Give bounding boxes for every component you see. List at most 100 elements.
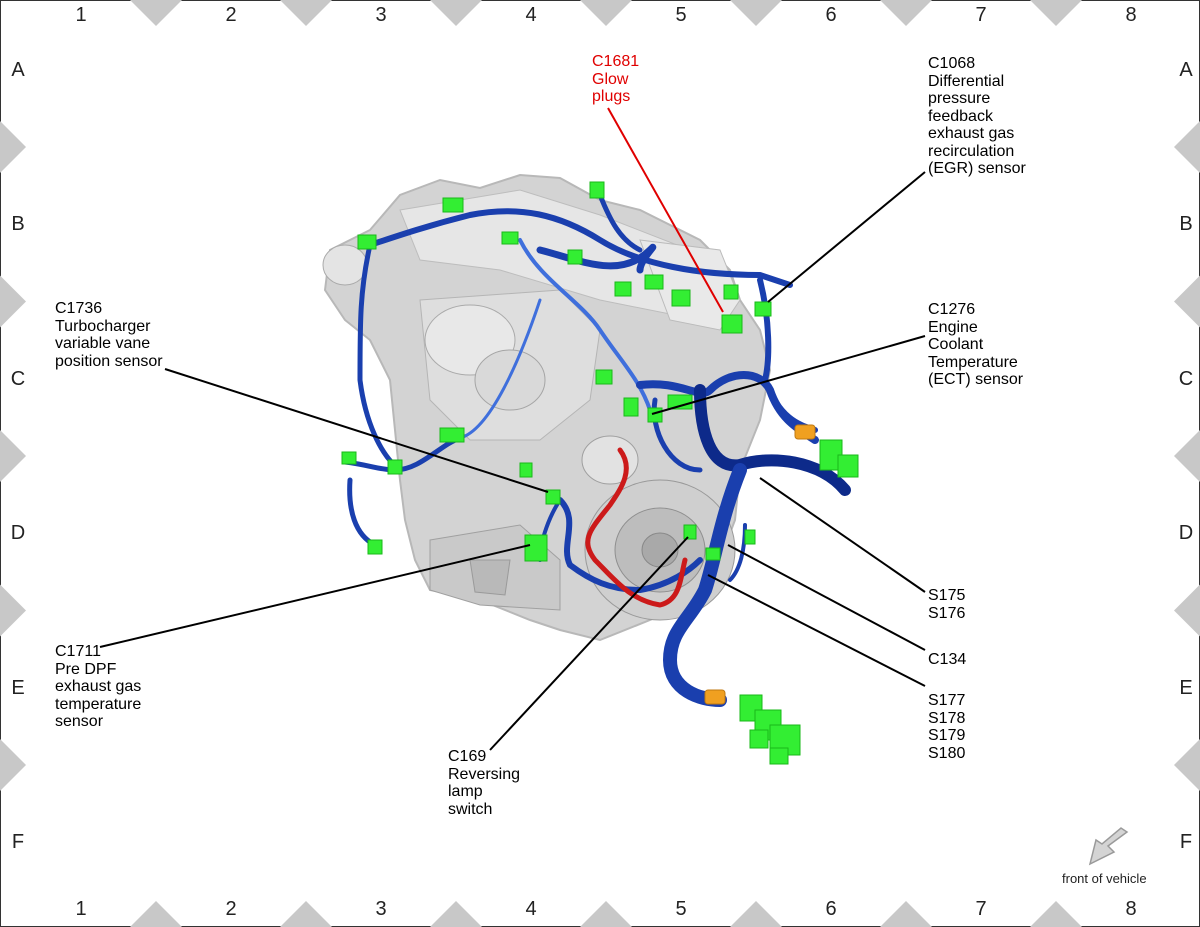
grid-column-label: 2 [225,4,237,26]
grid-marker [130,0,182,26]
callout-text-line: pressure [928,90,991,107]
grid-row-label: C [1178,368,1194,390]
grid-column-label: 4 [525,4,537,26]
callout-text-line: C1276 [928,301,976,318]
grid-column-label: 4 [525,898,537,920]
callout-text-line: variable vane [55,335,151,352]
arrow-down-left-icon [1088,827,1129,866]
grid-marker [1174,430,1200,482]
callout-text-line: (EGR) sensor [928,160,1026,177]
callout-text-line: Turbocharger [55,317,151,335]
grid-row-label: D [10,522,26,544]
grid-marker [0,430,26,482]
grid-column-label: 7 [975,898,987,920]
grid-marker [0,584,26,637]
callout-text-line: C1068 [928,55,976,72]
grid-marker [130,901,182,927]
leader-lines [99,107,926,751]
grid-marker [580,901,632,927]
connectors [341,181,859,765]
callout-c134: C134 [928,651,966,669]
grid-column-label: 8 [1125,898,1137,920]
callout-text-line: Temperature [928,353,1018,371]
callout-text-line: Engine [928,318,978,336]
grid-marker [1174,584,1200,637]
grid-row-label: E [11,677,25,699]
callout-text-line: Glow [592,70,629,88]
grid-column-label: 6 [825,898,837,920]
grid-row-label: D [1178,522,1194,544]
grid-row-label: B [11,213,25,235]
grid-column-label: 5 [675,898,687,920]
grid-row-label: B [1179,213,1193,235]
callout-text-line: S179 [928,727,966,744]
grid-marker [730,901,782,927]
grid-column-label: 1 [75,4,87,26]
callout-text-line: Pre DPF [55,660,117,678]
callout-text-line: feedback [928,107,993,125]
grid-marker [880,0,932,26]
callout-text-line: Differential [928,72,1005,90]
callout-text-line: temperature [55,695,142,713]
front-of-vehicle-label: front of vehicle [1062,871,1147,886]
grid-marker [880,901,932,927]
callout-text-line: exhaust gas [55,678,142,695]
grid-marker [1174,275,1200,328]
callout-text-line: position sensor [55,352,163,370]
grid-column-label: 2 [225,898,237,920]
callout-text-line: S178 [928,709,966,727]
grid-marker [430,0,482,26]
callout-text-line: C169 [448,748,487,765]
grid-row-label: F [1179,831,1193,853]
callout-text-line: C1711 [55,643,101,660]
callout-text-line: S175 [928,587,966,604]
grid-marker [280,0,332,26]
grid-marker [430,901,482,927]
grid-column-label: 3 [375,4,387,26]
grid-marker [0,275,26,328]
fittings [704,424,816,705]
grid-marker [0,739,26,791]
callout-text-line: S176 [928,604,966,622]
callout-text-line: Reversing [448,765,521,783]
callout-text-line: (ECT) sensor [928,371,1024,388]
callout-text-line: C134 [928,651,967,668]
callout-text-line: recirculation [928,142,1015,160]
callout-text-line: plugs [592,88,631,105]
grid-row-label: F [11,831,25,853]
grid-column-label: 1 [75,898,87,920]
grid-marker [1030,901,1082,927]
grid-row-label: C [10,368,26,390]
grid-row-label: A [1179,59,1193,81]
callout-text-line: S180 [928,744,966,762]
grid-column-label: 3 [375,898,387,920]
callout-text-line: C1736 [55,300,103,317]
grid-marker [1174,121,1200,173]
callout-text-line: Coolant [928,336,984,353]
callout-text-line: C1681 [592,53,640,70]
grid-marker [580,0,632,26]
grid-marker [1174,739,1200,791]
grid-row-label: E [1179,677,1193,699]
callout-text-line: exhaust gas [928,125,1015,142]
callout-text-line: S177 [928,692,966,709]
grid-marker [280,901,332,927]
grid-column-label: 7 [975,4,987,26]
grid-marker [1030,0,1082,26]
grid-marker [0,121,26,173]
engine-illustration [322,173,772,642]
grid-column-label: 8 [1125,4,1137,26]
harness-wiring [342,192,851,707]
grid-row-label: A [11,59,25,81]
